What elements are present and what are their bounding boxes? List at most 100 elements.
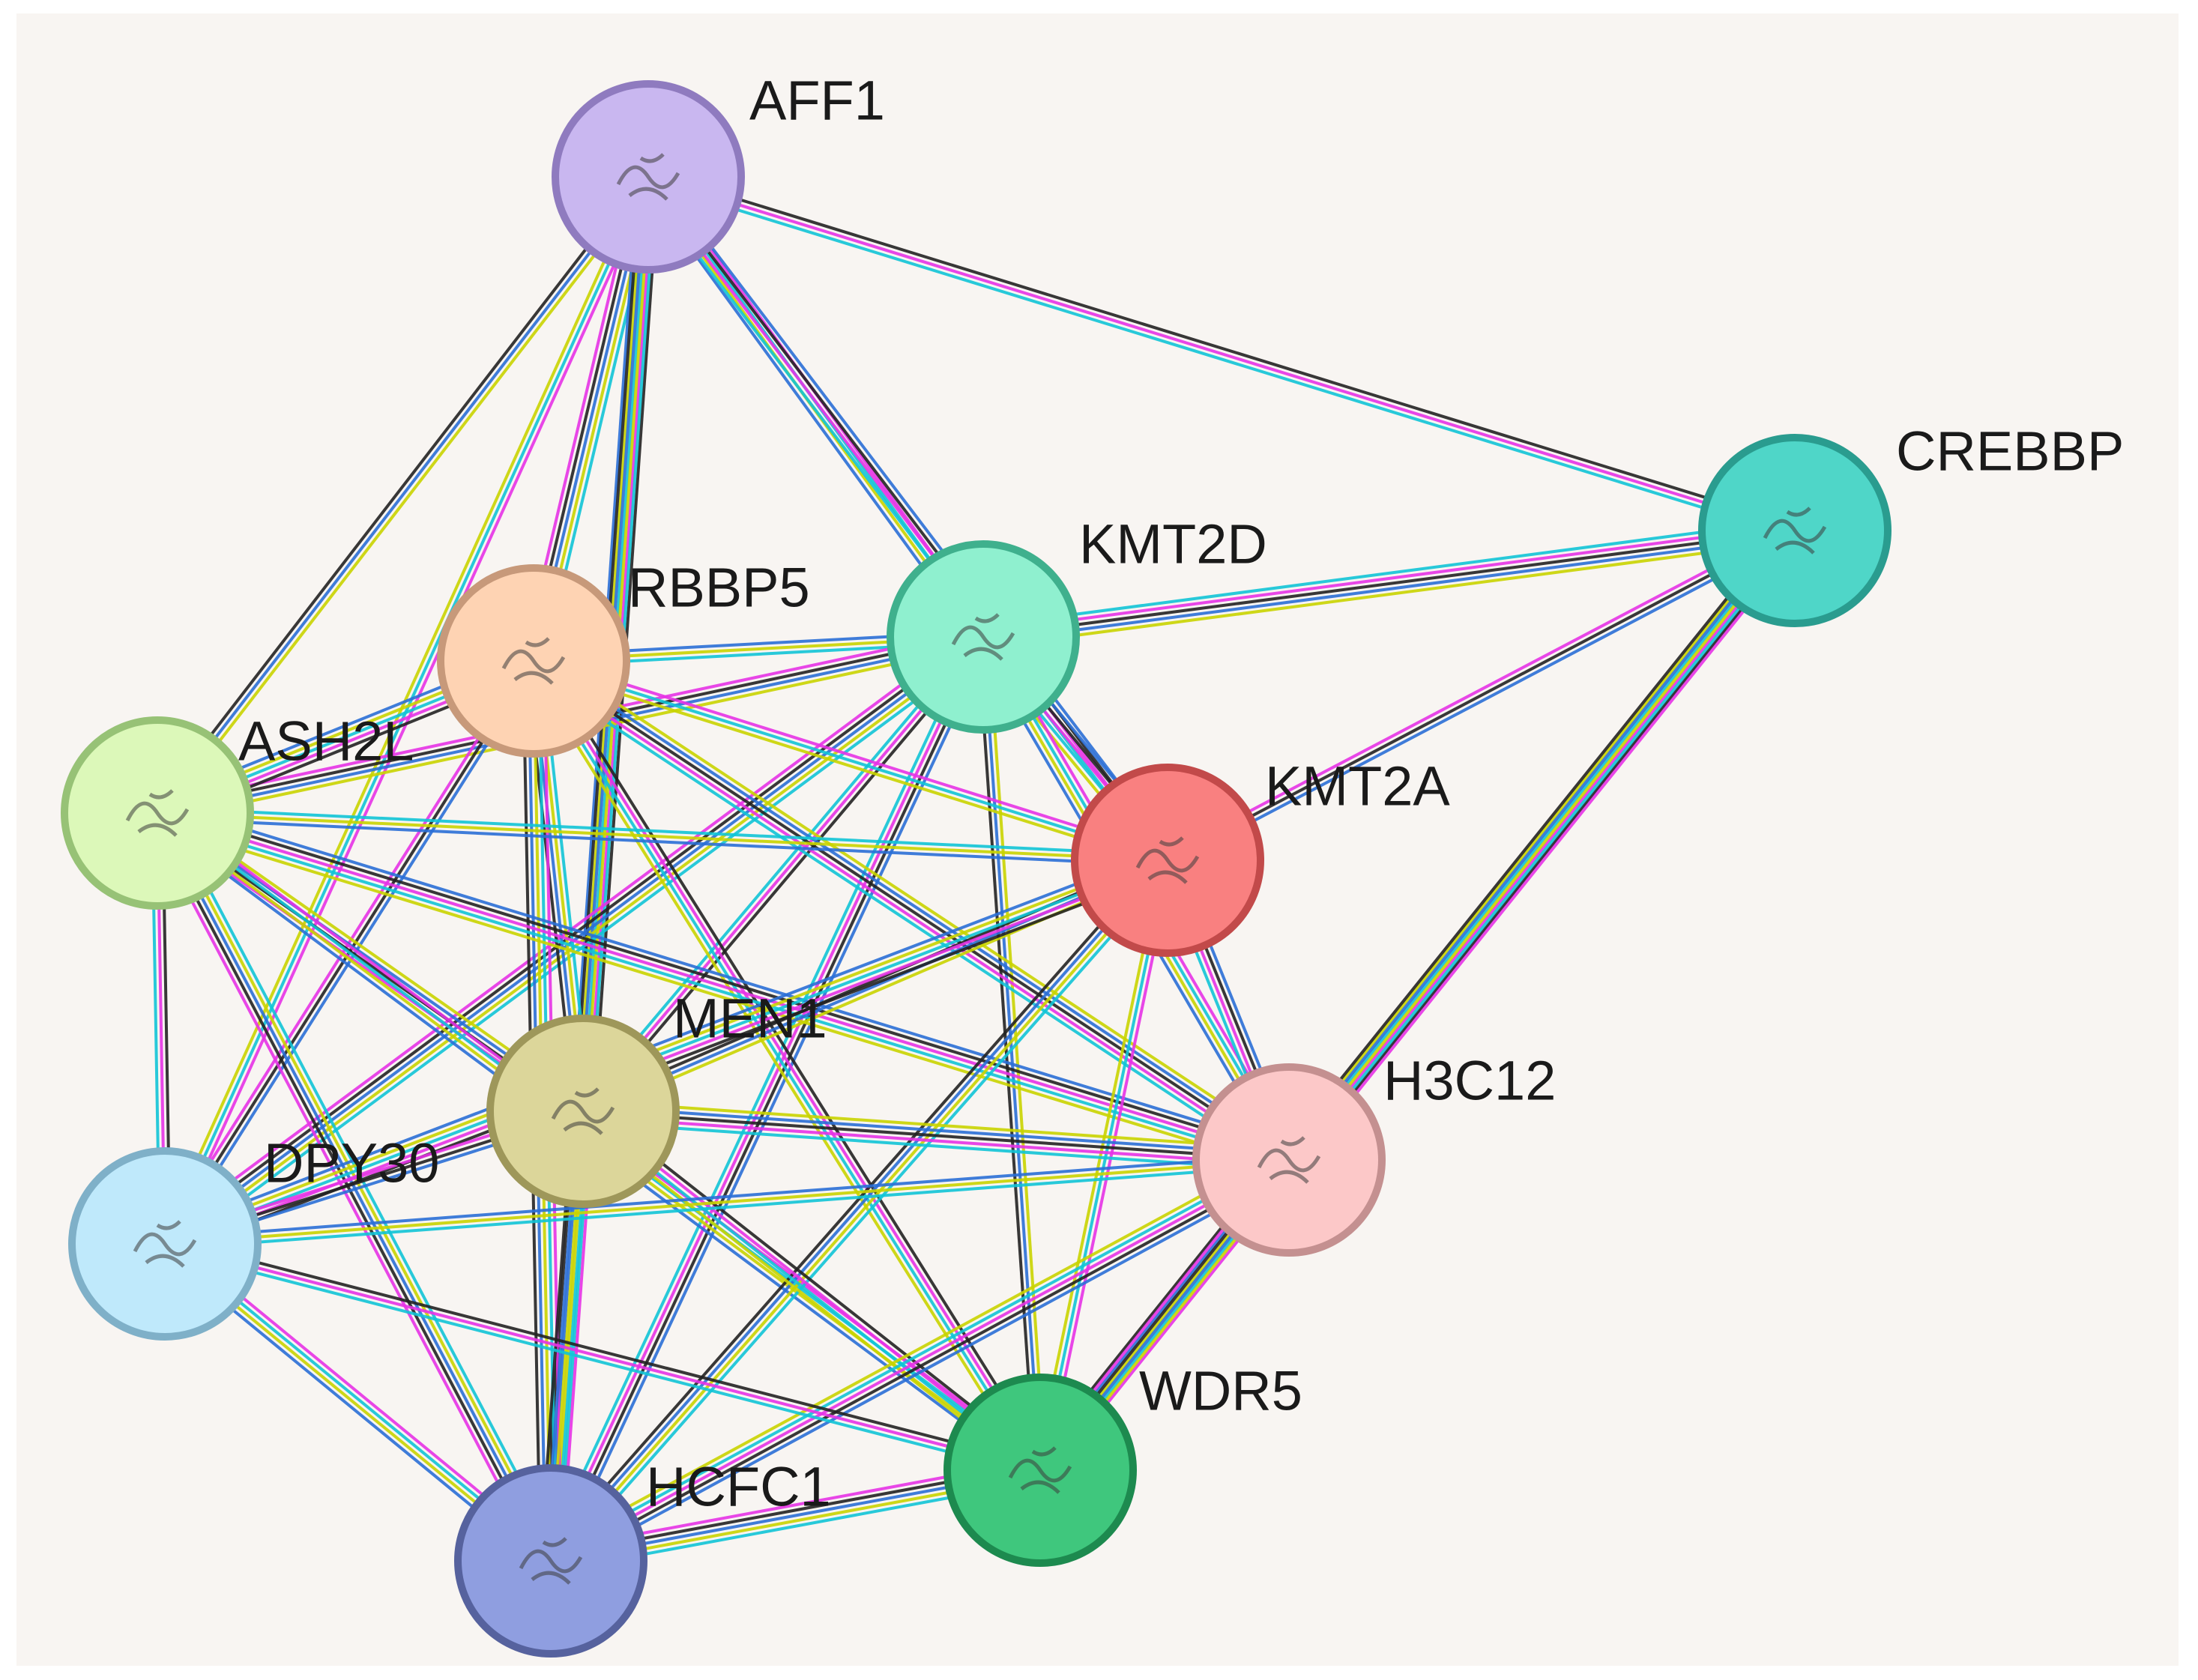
protein-structure-icon [551,1087,615,1135]
node-rbbp5[interactable] [437,564,630,758]
edge-crebbp-h3c12 [1281,525,1802,1166]
edge-dpy30-wdr5 [163,1237,1042,1477]
edge-evidence-line [164,1158,1290,1245]
edge-aff1-hcfc1 [541,176,658,1562]
edge-evidence-line [527,668,1284,1170]
node-label-crebbp: CREBBP [1896,420,2124,483]
edge-evidence-line [538,650,1296,1152]
edge-evidence-line [547,1154,1287,1558]
edge-evidence-line [531,664,1167,867]
edge-evidence-line [582,1114,1289,1167]
node-kmt2a[interactable] [1071,764,1264,957]
edge-evidence-line [158,806,1291,1157]
edge-h3c12-hcfc1 [545,1149,1295,1572]
protein-structure-icon [133,1220,197,1268]
node-label-aff1: AFF1 [749,70,885,132]
edge-evidence-line [982,524,1795,634]
edge-evidence-line [583,1099,1290,1152]
edge-evidence-line [534,654,1170,857]
node-men1[interactable] [486,1015,680,1208]
edge-evidence-line [649,174,1171,860]
edge-evidence-line [164,859,1168,1245]
edge-evidence-line [1043,861,1174,1472]
protein-structure-icon [1135,836,1200,884]
edge-evidence-line [1164,525,1793,857]
node-ash2l[interactable] [61,716,254,910]
edge-evidence-line [535,655,1293,1157]
edge-evidence-line [1039,529,1796,1472]
edge-aff1-crebbp [646,170,1797,537]
edge-evidence-line [160,801,1293,1152]
edge-evidence-line [555,1167,1295,1572]
edge-evidence-line [557,177,658,1562]
node-kmt2d[interactable] [887,540,1080,734]
node-wdr5[interactable] [943,1374,1137,1567]
edge-evidence-line [644,177,1167,863]
node-label-wdr5: WDR5 [1139,1360,1302,1422]
edge-evidence-line [580,1112,1040,1474]
edge-crebbp-kmt2a [1164,525,1799,866]
protein-structure-icon [1008,1446,1072,1494]
edge-evidence-line [649,170,1797,528]
edge-evidence-line [653,171,1175,856]
edge-evidence-line [587,1104,1046,1466]
edge-evidence-line [157,812,1290,1161]
edge-men1-wdr5 [577,1104,1046,1478]
edge-evidence-line [583,1108,1043,1469]
edge-aff1-kmt2a [641,171,1175,866]
edge-evidence-line [162,853,1167,1241]
edge-evidence-line [160,849,1165,1236]
edge-evidence-line [545,1149,1285,1553]
edge-evidence-line [1033,859,1165,1469]
edge-rbbp5-kmt2a [531,654,1170,867]
edge-evidence-line [164,1153,1289,1241]
edge-evidence-line [164,1242,1041,1472]
edge-kmt2d-hcfc1 [542,632,992,1565]
edge-men1-h3c12 [582,1099,1290,1172]
edge-evidence-line [168,178,655,1247]
edge-kmt2a-wdr5 [1033,859,1174,1472]
edge-evidence-line [1039,859,1169,1471]
protein-structure-icon [951,613,1015,661]
node-label-rbbp5: RBBP5 [628,557,810,619]
edge-evidence-line [1293,534,1802,1166]
edge-aff1-ash2l [151,172,654,818]
edges-layer [146,170,1805,1573]
edge-evidence-line [1047,536,1805,1478]
edge-evidence-line [1169,534,1799,866]
edge-evidence-line [1290,531,1799,1163]
edge-evidence-line [163,176,650,1245]
edge-evidence-line [1042,533,1801,1475]
node-label-ash2l: ASH2L [238,710,414,773]
edge-evidence-line [166,640,988,1250]
node-dpy30[interactable] [68,1147,262,1341]
edge-evidence-line [156,175,650,815]
edge-evidence-line [582,635,985,1113]
edge-h3c12-dpy30 [164,1153,1290,1251]
edge-evidence-line [646,180,1794,537]
edge-evidence-line [556,639,992,1565]
edge-evidence-line [982,636,1042,1471]
edge-evidence-line [160,179,654,818]
edge-evidence-line [585,639,988,1116]
protein-structure-icon [519,1537,583,1585]
edge-evidence-line [542,632,978,1559]
protein-structure-icon [125,789,190,837]
node-aff1[interactable] [552,80,745,274]
edge-evidence-line [983,534,1796,644]
edge-evidence-line [981,519,1794,629]
edge-evidence-line [550,1158,1290,1562]
edge-evidence-line [552,177,653,1562]
edge-evidence-line [157,816,1168,867]
node-hcfc1[interactable] [454,1464,647,1658]
node-label-kmt2a: KMT2A [1265,755,1450,818]
edge-evidence-line [647,175,1796,532]
node-crebbp[interactable] [1698,434,1891,627]
edge-evidence-line [546,176,647,1561]
edge-evidence-line [555,864,1175,1568]
node-label-kmt2d: KMT2D [1079,513,1267,575]
node-label-dpy30: DPY30 [264,1132,439,1194]
node-h3c12[interactable] [1192,1063,1386,1257]
edge-evidence-line [166,1237,1042,1467]
